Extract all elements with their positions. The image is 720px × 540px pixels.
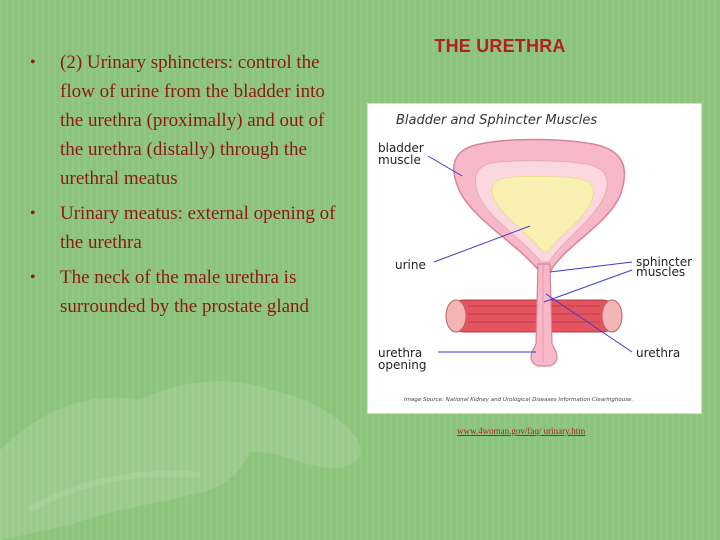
muscle-end-right xyxy=(601,299,623,333)
source-link[interactable]: www.4woman.gov/faq/ urinary.htm xyxy=(457,426,586,436)
bullet-text: (2) Urinary sphincters: control the flow… xyxy=(60,52,325,189)
bullet-glyph: • xyxy=(30,269,36,286)
bladder-illustration: Bladder and Sphincter Muscles bladder mu… xyxy=(378,113,692,403)
urethra-shape xyxy=(530,263,558,367)
bullet-glyph: • xyxy=(30,54,36,71)
bullet-item: • The neck of the male urethra is surrou… xyxy=(30,263,340,321)
bullet-item: • (2) Urinary sphincters: control the fl… xyxy=(30,48,340,193)
slide-title: THE URETHRA xyxy=(434,36,566,56)
label-urethra-opening-1: urethra xyxy=(378,346,422,360)
figure-source: Image Source: National Kidney and Urolog… xyxy=(404,397,633,403)
muscle-end-left xyxy=(445,299,467,333)
label-urethra: urethra xyxy=(636,346,680,360)
bullet-item: • Urinary meatus: external opening of th… xyxy=(30,199,340,257)
bullet-text: The neck of the male urethra is surround… xyxy=(60,267,310,317)
label-urine: urine xyxy=(395,258,426,272)
label-sphincter-1: sphincter xyxy=(636,255,692,269)
label-bladder-1: bladder xyxy=(378,141,424,155)
figure-title: Bladder and Sphincter Muscles xyxy=(396,113,597,128)
bullet-list: • (2) Urinary sphincters: control the fl… xyxy=(30,48,340,327)
bullet-glyph: • xyxy=(30,205,36,222)
label-urethra-opening-2: opening xyxy=(378,358,427,372)
muscle-striations xyxy=(468,305,600,323)
label-bladder-2: muscle xyxy=(378,153,421,167)
bladder-diagram: Bladder and Sphincter Muscles bladder mu… xyxy=(367,103,702,414)
hand-decoration xyxy=(0,381,361,540)
leader-lines xyxy=(427,155,633,353)
sphincter-muscle-shape xyxy=(447,299,619,333)
label-sphincter-2: muscles xyxy=(636,265,685,279)
bullet-text: Urinary meatus: external opening of the … xyxy=(60,203,336,253)
urine-shape xyxy=(491,176,594,253)
